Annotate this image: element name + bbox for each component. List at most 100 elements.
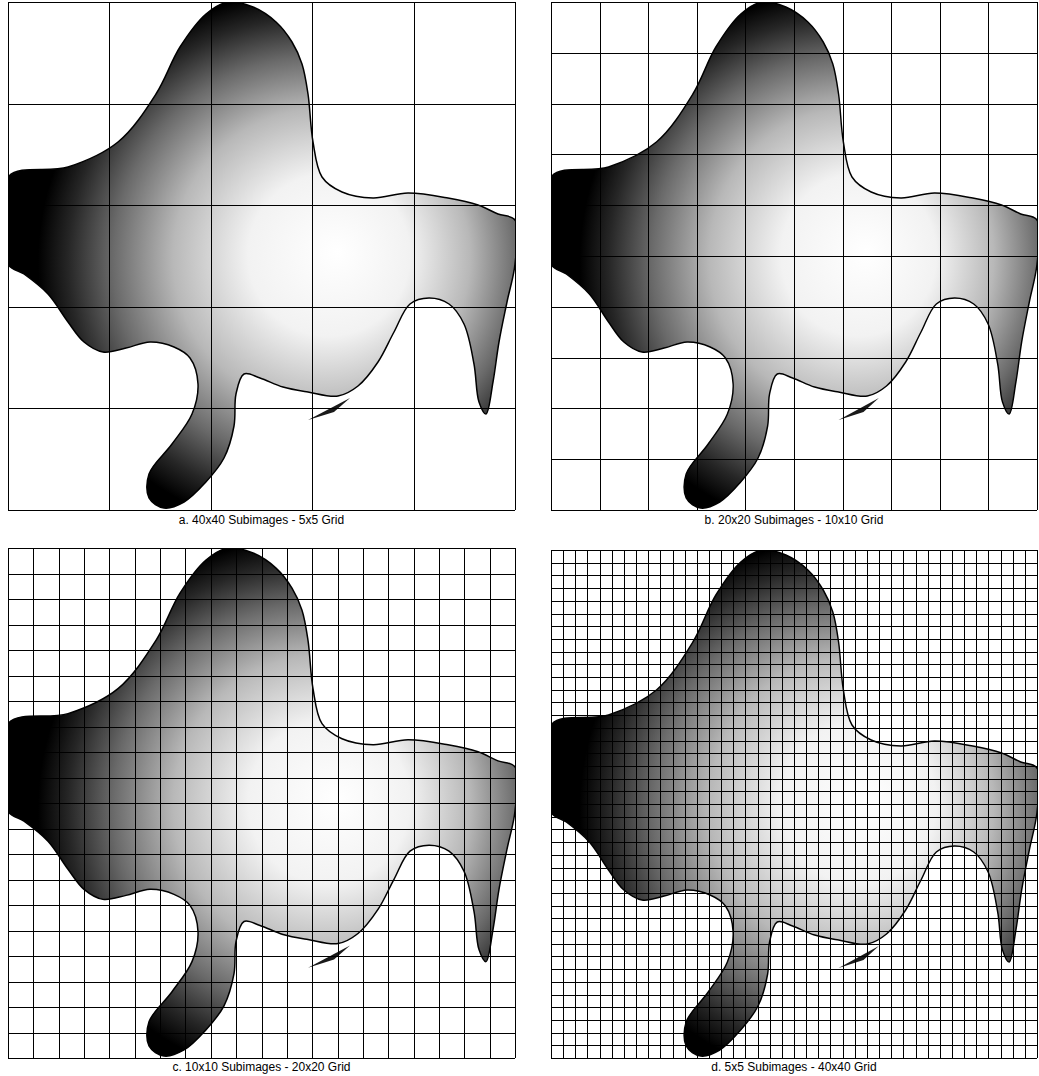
grid-line xyxy=(551,626,1037,627)
grid-line xyxy=(551,510,1037,511)
grid-line xyxy=(551,906,1037,907)
grid-line xyxy=(515,548,516,1058)
grid-line xyxy=(8,931,515,932)
grid-line xyxy=(551,715,1037,716)
grid-line xyxy=(8,752,515,753)
grid-line xyxy=(551,408,1037,409)
grid-line xyxy=(8,408,515,409)
grid-line xyxy=(8,676,515,677)
grid-line xyxy=(8,803,515,804)
grid-line xyxy=(8,650,515,651)
grid-line xyxy=(551,842,1037,843)
grid-line xyxy=(551,53,1037,54)
grid-line xyxy=(551,741,1037,742)
grid-line xyxy=(8,1033,515,1034)
grid-line xyxy=(551,855,1037,856)
grid-line xyxy=(551,677,1037,678)
grid-line xyxy=(551,550,1037,551)
grid-lines xyxy=(8,2,516,511)
grid-line xyxy=(551,728,1037,729)
surface-shape xyxy=(8,2,515,508)
grid-line xyxy=(551,918,1037,919)
grid-line xyxy=(551,880,1037,881)
grid-line xyxy=(8,510,515,511)
grid-line xyxy=(551,868,1037,869)
grid-lines xyxy=(8,548,516,1059)
grid-line xyxy=(8,778,515,779)
grid-line xyxy=(8,599,515,600)
grid-line xyxy=(551,575,1037,576)
panel-caption: a. 40x40 Subimages - 5x5 Grid xyxy=(177,513,346,527)
grid-line xyxy=(8,1058,515,1059)
grid-line xyxy=(551,690,1037,691)
grid-line xyxy=(551,459,1037,460)
grid-panel xyxy=(543,550,1039,1059)
panel-caption: b. 20x20 Subimages - 10x10 Grid xyxy=(703,513,886,527)
grid-line xyxy=(8,727,515,728)
grid-line xyxy=(8,880,515,881)
grid-line xyxy=(211,2,212,510)
grid-line xyxy=(1037,550,1038,1058)
grid-line xyxy=(8,1007,515,1008)
grid-panel xyxy=(543,2,1039,511)
grid-line xyxy=(551,753,1037,754)
grid-line xyxy=(551,652,1037,653)
grid-line xyxy=(8,307,515,308)
grid-line xyxy=(551,1058,1037,1059)
grid-line xyxy=(414,2,415,510)
grid-line xyxy=(551,154,1037,155)
grid-line xyxy=(551,307,1037,308)
grid-line xyxy=(551,104,1037,105)
grid-line xyxy=(8,548,515,549)
grid-line xyxy=(551,358,1037,359)
grid-line xyxy=(515,2,516,510)
grid-line xyxy=(551,893,1037,894)
grid-line xyxy=(551,969,1037,970)
grid-line xyxy=(312,2,313,510)
grid-line xyxy=(551,205,1037,206)
grid-line xyxy=(551,791,1037,792)
grid-lines xyxy=(551,2,1038,511)
grid-line xyxy=(551,982,1037,983)
grid-line xyxy=(551,1033,1037,1034)
grid-line xyxy=(551,1007,1037,1008)
grid-line xyxy=(551,995,1037,996)
grid-line xyxy=(551,2,1037,3)
grid-line xyxy=(551,817,1037,818)
panel-caption: c. 10x10 Subimages - 20x20 Grid xyxy=(170,1060,352,1074)
grid-line xyxy=(551,944,1037,945)
grid-line xyxy=(551,766,1037,767)
grid-line xyxy=(8,574,515,575)
shaded-surface xyxy=(8,2,515,508)
grid-line xyxy=(8,205,515,206)
grid-line xyxy=(551,664,1037,665)
grid-line xyxy=(8,2,515,3)
grid-lines xyxy=(551,550,1038,1059)
grid-line xyxy=(551,804,1037,805)
grid-line xyxy=(8,956,515,957)
grid-line xyxy=(8,982,515,983)
grid-line xyxy=(551,1045,1037,1046)
grid-line xyxy=(551,956,1037,957)
grid-line xyxy=(8,104,515,105)
grid-line xyxy=(1037,2,1038,510)
grid-line xyxy=(109,2,110,510)
grid-line xyxy=(8,625,515,626)
panel-caption: d. 5x5 Subimages - 40x40 Grid xyxy=(709,1060,878,1074)
grid-line xyxy=(551,779,1037,780)
grid-line xyxy=(8,701,515,702)
grid-line xyxy=(551,563,1037,564)
grid-line xyxy=(8,2,9,510)
grid-line xyxy=(551,702,1037,703)
grid-line xyxy=(551,639,1037,640)
grid-line xyxy=(551,588,1037,589)
grid-line xyxy=(551,931,1037,932)
grid-line xyxy=(551,1020,1037,1021)
grid-panel xyxy=(0,548,518,1059)
grid-panel xyxy=(0,2,518,511)
grid-line xyxy=(8,854,515,855)
grid-line xyxy=(551,829,1037,830)
grid-line xyxy=(8,829,515,830)
grid-line xyxy=(8,905,515,906)
